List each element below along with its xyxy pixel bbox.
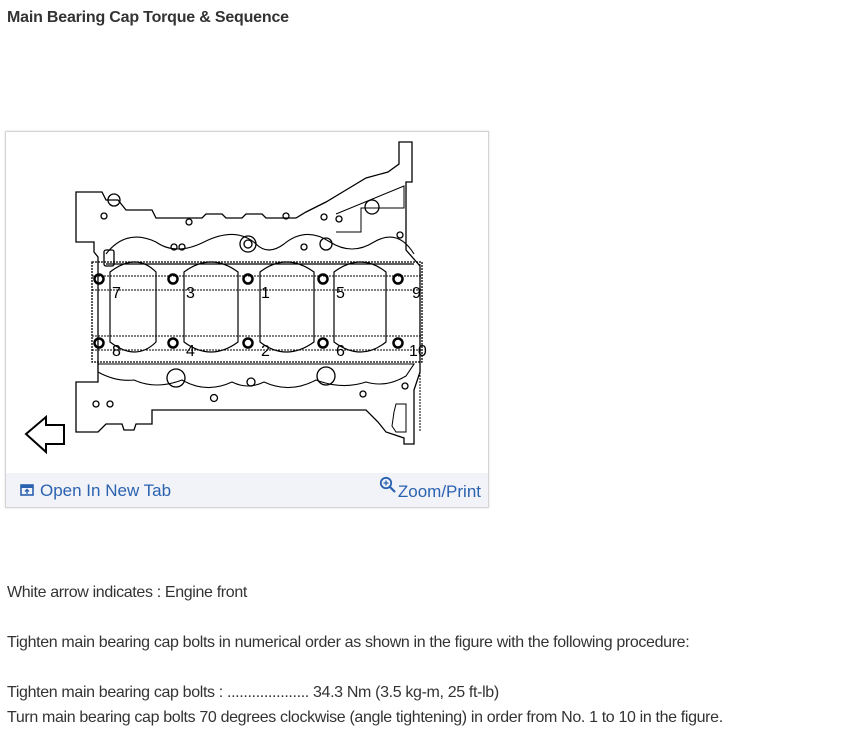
bolt-label-3: 3 bbox=[186, 285, 195, 302]
bolt-label-1: 1 bbox=[261, 285, 270, 302]
torque-step-1: Tighten main bearing cap bolts : .......… bbox=[7, 684, 499, 701]
bolt-label-6: 6 bbox=[336, 343, 345, 360]
figure-card: 7 3 1 5 9 8 4 2 6 10 Open In New Tab bbox=[5, 131, 489, 508]
zoom-in-icon bbox=[379, 476, 396, 498]
torque-step-2: Turn main bearing cap bolts 70 degrees c… bbox=[7, 709, 723, 726]
procedure-intro: Tighten main bearing cap bolts in numeri… bbox=[7, 634, 690, 651]
zoom-print-label: Zoom/Print bbox=[397, 482, 481, 501]
bolt-label-5: 5 bbox=[336, 285, 345, 302]
bolt-label-4: 4 bbox=[186, 343, 195, 360]
bolt-label-8: 8 bbox=[112, 343, 121, 360]
bolt-label-7: 7 bbox=[112, 285, 121, 302]
figure-footer: Open In New Tab Zoom/Print bbox=[6, 473, 488, 507]
open-in-new-tab-link[interactable]: Open In New Tab bbox=[20, 481, 171, 501]
zoom-print-link[interactable]: Zoom/Print bbox=[379, 476, 481, 503]
bolt-label-9: 9 bbox=[412, 285, 421, 302]
open-in-new-tab-icon bbox=[20, 481, 34, 501]
arrow-note: White arrow indicates : Engine front bbox=[7, 584, 247, 601]
engine-block-diagram[interactable]: 7 3 1 5 9 8 4 2 6 10 bbox=[6, 132, 488, 473]
bolt-label-2: 2 bbox=[261, 343, 270, 360]
bolt-label-10: 10 bbox=[409, 343, 427, 360]
open-in-new-tab-label: Open In New Tab bbox=[40, 481, 172, 500]
page-title: Main Bearing Cap Torque & Sequence bbox=[7, 9, 289, 26]
